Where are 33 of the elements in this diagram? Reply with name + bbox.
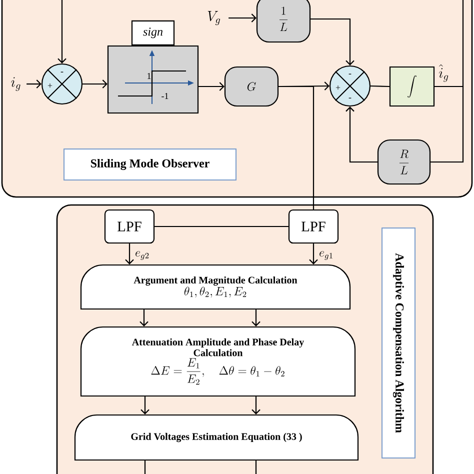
arrow (58, 0, 66, 64)
arrow (198, 82, 224, 91)
filter-block: LPF (288, 209, 339, 244)
edge-label: $e_{g1}$ (320, 251, 332, 260)
sign-function-block: sign 1 -1 (107, 20, 199, 114)
process-box: Attenuation Amplitude and Phase Delay Calculation $\Delta E = \frac{E_1}{E_2} , \quad \Delta\theta = \theta_1 - \theta_2$ (80, 326, 356, 397)
process-box: Argument and Magnitude Calculation $\theta_1 , \theta_2 , E_1 , E_2$ (80, 264, 351, 310)
arrow (140, 310, 148, 326)
signal-label: $V_g$ (208, 11, 220, 26)
arrow (310, 18, 354, 66)
gain-block: $\frac{R}{L}$ (377, 139, 431, 185)
filter-block: LPF (104, 209, 155, 244)
arrow (252, 396, 260, 414)
arrow (82, 80, 108, 88)
arrow (140, 396, 150, 414)
arrow (309, 244, 318, 264)
gain-block: $\frac{1}{L}$ (256, 0, 311, 43)
summing-junction: - + (41, 63, 83, 105)
integrator-block: $\int$ (389, 66, 435, 107)
gain-block: $G$ (224, 66, 279, 107)
process-box: Grid Voltages Estimation Equation (33 ) (74, 414, 359, 461)
node-label: sign (143, 28, 163, 38)
arrow (125, 244, 134, 264)
edge-label: $e_{g2}$ (136, 251, 149, 260)
signal-label: $\hat{i}_g$ (438, 64, 448, 82)
title-box: Sliding Mode Observer (64, 148, 236, 180)
arrow (252, 310, 260, 326)
title-box: Adaptive Compensation Algorithm (382, 228, 416, 458)
arrow (346, 106, 378, 163)
summing-junction: - + - (329, 65, 371, 107)
arrow (26, 80, 42, 88)
signal-label: $i_g$ (11, 77, 20, 91)
arrow (228, 14, 256, 22)
